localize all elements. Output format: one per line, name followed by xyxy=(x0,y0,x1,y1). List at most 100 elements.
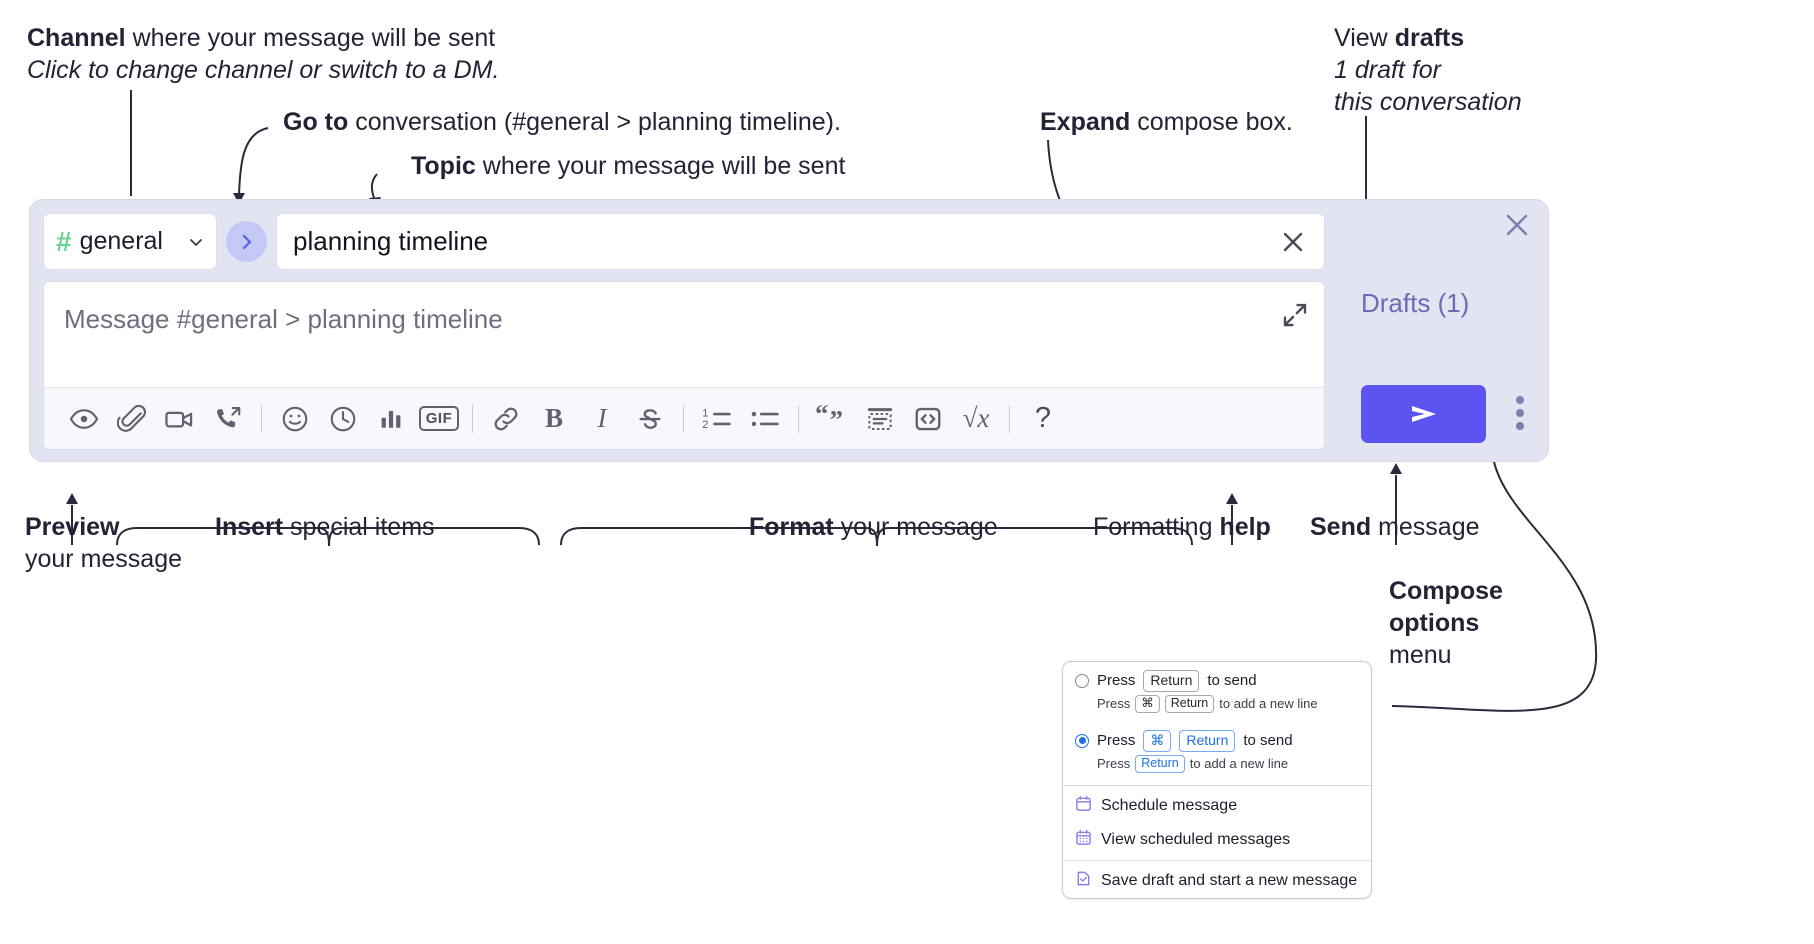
chevron-right-icon xyxy=(242,234,251,249)
option1-sub-post: to add a new line xyxy=(1219,696,1318,712)
send-button[interactable] xyxy=(1361,385,1486,443)
preview-eye-icon[interactable] xyxy=(60,397,108,441)
option1-pre: Press xyxy=(1097,672,1136,690)
key-cmd: ⌘ xyxy=(1135,694,1160,714)
compose-options-kebab-icon[interactable] xyxy=(1509,394,1531,434)
leader-topic xyxy=(370,173,378,202)
send-paper-plane-icon xyxy=(1411,406,1436,422)
send-option-return-sub: Press ⌘ Return to add a new line xyxy=(1063,694,1371,723)
send-option-cmd-return-sub: Press Return to add a new line xyxy=(1063,754,1371,783)
goto-conversation-button[interactable] xyxy=(226,221,267,262)
menu-divider-1 xyxy=(1063,785,1371,787)
option1-post: to send xyxy=(1207,672,1257,690)
latex-icon[interactable]: √x xyxy=(952,397,1000,441)
toolbar-divider-3 xyxy=(683,404,684,433)
annotation-preview: Preview your message xyxy=(25,511,182,575)
annotation-help: Formatting help xyxy=(1093,511,1271,543)
message-input-area[interactable]: Message #general > planning timeline xyxy=(43,281,1325,450)
leader-goto xyxy=(238,127,269,197)
annotation-help-bold: help xyxy=(1219,513,1271,541)
annotation-drafts-bold: drafts xyxy=(1394,24,1465,52)
compose-right-pane: Drafts (1) xyxy=(1343,200,1550,463)
annotation-expand-bold: Expand xyxy=(1040,108,1131,136)
annotation-insert: Insert special items xyxy=(215,511,435,543)
poll-bars-icon[interactable] xyxy=(367,397,415,441)
calendar-icon xyxy=(1075,795,1092,817)
annotation-topic: Topic where your message will be sent xyxy=(411,150,845,182)
gif-label: GIF xyxy=(418,406,460,431)
latex-label: √x xyxy=(962,403,990,433)
annotation-compose-options-l2: options xyxy=(1389,609,1480,637)
toolbar-divider-4 xyxy=(798,404,799,433)
annotation-goto-rest: conversation (#general > planning timeli… xyxy=(348,108,841,136)
file-check-icon xyxy=(1075,870,1092,892)
menu-item-save-draft[interactable]: Save draft and start a new message xyxy=(1063,864,1371,898)
svg-text:2: 2 xyxy=(702,419,708,431)
toolbar-divider-1 xyxy=(261,404,262,433)
menu-item-schedule-message[interactable]: Schedule message xyxy=(1063,789,1371,823)
drafts-link[interactable]: Drafts (1) xyxy=(1361,288,1470,318)
annotation-send: Send message xyxy=(1310,511,1480,543)
annotation-help-rest: Formatting xyxy=(1093,513,1220,541)
clear-topic-icon[interactable] xyxy=(1278,227,1308,257)
emoji-smiley-icon[interactable] xyxy=(271,397,319,441)
option2-sub-post: to add a new line xyxy=(1189,756,1289,772)
toolbar-divider-5 xyxy=(1009,404,1010,433)
toolbar-divider-2 xyxy=(472,404,473,433)
message-placeholder: Message #general > planning timeline xyxy=(64,304,503,334)
key-return-2: Return xyxy=(1179,730,1236,752)
svg-text:1: 1 xyxy=(702,407,708,419)
attachment-paperclip-icon[interactable] xyxy=(108,397,156,441)
bulleted-list-icon[interactable] xyxy=(741,397,789,441)
menu-item-view-scheduled-messages[interactable]: View scheduled messages xyxy=(1063,823,1371,857)
code-block-icon[interactable] xyxy=(856,397,904,441)
option2-post: to send xyxy=(1243,732,1293,750)
annotation-drafts: View drafts 1 draft for this conversatio… xyxy=(1334,22,1522,118)
annotation-compose-options-l3: menu xyxy=(1389,641,1452,669)
gif-icon[interactable]: GIF xyxy=(415,397,463,441)
option2-sub-pre: Press xyxy=(1097,756,1131,772)
topic-input[interactable]: planning timeline xyxy=(276,213,1325,270)
annotation-format-rest: your message xyxy=(833,513,998,541)
send-option-cmd-return[interactable]: Press ⌘ Return to send xyxy=(1063,722,1371,755)
annotation-expand-rest: compose box. xyxy=(1130,108,1293,136)
annotation-channel-sub: Click to change channel or switch to a D… xyxy=(27,56,500,84)
phone-forward-icon[interactable] xyxy=(204,397,252,441)
annotation-drafts-sub2: this conversation xyxy=(1334,88,1522,116)
bold-icon[interactable]: B xyxy=(530,397,578,441)
annotation-drafts-rest: View xyxy=(1334,24,1395,52)
channel-name-label: general xyxy=(79,227,163,255)
formatting-help-icon[interactable]: ? xyxy=(1019,397,1067,441)
strikethrough-icon[interactable] xyxy=(626,397,674,441)
expand-compose-icon[interactable] xyxy=(1280,300,1310,330)
radio-return[interactable] xyxy=(1075,673,1089,688)
compose-header-row: # general planning timeline xyxy=(43,213,1325,270)
annotation-goto-bold: Go to xyxy=(283,108,349,136)
send-option-return[interactable]: Press Return to send xyxy=(1063,662,1371,695)
key-return-sub: Return xyxy=(1164,694,1215,714)
blockquote-icon[interactable]: “” xyxy=(808,397,856,441)
inline-code-icon[interactable] xyxy=(904,397,952,441)
annotation-channel: Channel where your message will be sent … xyxy=(27,22,499,86)
svg-text:”: ” xyxy=(830,404,843,433)
menu-divider-2 xyxy=(1063,860,1371,862)
video-camera-icon[interactable] xyxy=(156,397,204,441)
annotation-insert-bold: Insert xyxy=(215,513,284,541)
svg-text:“: “ xyxy=(815,404,828,429)
channel-selector-button[interactable]: # general xyxy=(43,213,217,270)
italic-label: I xyxy=(597,403,607,433)
annotation-send-bold: Send xyxy=(1310,513,1372,541)
bold-label: B xyxy=(544,403,563,433)
italic-icon[interactable]: I xyxy=(578,397,626,441)
menu-item-label: Save draft and start a new message xyxy=(1101,872,1358,890)
key-cmd-2: ⌘ xyxy=(1143,730,1172,752)
annotation-format-bold: Format xyxy=(749,513,834,541)
annotation-send-rest: message xyxy=(1371,513,1480,541)
clock-icon[interactable] xyxy=(319,397,367,441)
radio-cmd-return[interactable] xyxy=(1075,733,1089,748)
link-icon[interactable] xyxy=(482,397,530,441)
annotation-channel-rest: where your message will be sent xyxy=(125,24,496,52)
close-icon[interactable] xyxy=(1502,210,1532,240)
